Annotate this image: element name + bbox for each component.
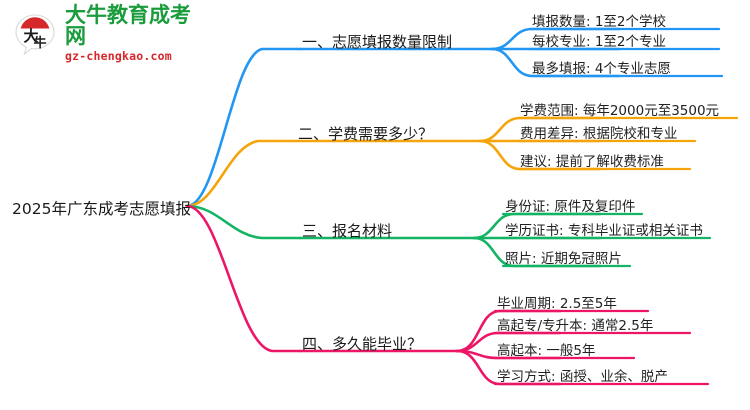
connector-root-to-branch-3	[185, 204, 302, 240]
leaf-node-4-3[interactable]: 高起本: 一般5年	[497, 343, 596, 359]
connector-root-to-branch-1	[185, 47, 302, 208]
leaf-node-3-2[interactable]: 学历证书: 专科毕业证或相关证书	[505, 223, 703, 239]
svg-text:大: 大	[23, 27, 38, 45]
leaf-node-4-4[interactable]: 学习方式: 函授、业余、脱产	[497, 369, 668, 385]
leaf-node-4-1[interactable]: 毕业周期: 2.5至5年	[497, 296, 617, 312]
svg-text:牛: 牛	[33, 35, 46, 51]
leaf-node-3-3[interactable]: 照片: 近期免冠照片	[505, 251, 622, 267]
leaf-node-1-1[interactable]: 填报数量: 1至2个学校	[532, 14, 667, 30]
connector-root-to-branch-4	[185, 204, 302, 353]
logo-brand-name: 大牛教育成考网	[65, 3, 191, 49]
leaf-node-3-1[interactable]: 身份证: 原件及复印件	[505, 199, 636, 215]
site-logo[interactable]: 大 牛 大牛教育成考网 gz-chengkao.com	[12, 5, 202, 63]
mindmap-root-node[interactable]: 2025年广东成考志愿填报	[12, 200, 191, 218]
logo-text-block: 大牛教育成考网 gz-chengkao.com	[65, 5, 202, 63]
leaf-node-2-2[interactable]: 费用差异: 根据院校和专业	[520, 126, 678, 142]
connector-root-to-branch-2	[185, 139, 298, 208]
branch-node-4[interactable]: 四、多久能毕业？	[302, 335, 423, 353]
logo-mark-icon: 大 牛	[12, 11, 58, 57]
branch-node-2[interactable]: 二、学费需要多少？	[298, 125, 434, 143]
leaf-node-2-3[interactable]: 建议: 提前了解收费标准	[520, 154, 664, 170]
leaf-node-2-1[interactable]: 学费范围: 每年2000元至3500元	[520, 103, 720, 119]
leaf-node-1-3[interactable]: 最多填报: 4个专业志愿	[532, 61, 671, 77]
leaf-node-1-2[interactable]: 每校专业: 1至2个专业	[532, 34, 667, 50]
leaf-node-4-2[interactable]: 高起专/专升本: 通常2.5年	[497, 318, 654, 334]
branch-node-1[interactable]: 一、志愿填报数量限制	[302, 33, 453, 51]
logo-website-url: gz-chengkao.com	[65, 49, 172, 64]
branch-node-3[interactable]: 三、报名材料	[302, 222, 393, 240]
